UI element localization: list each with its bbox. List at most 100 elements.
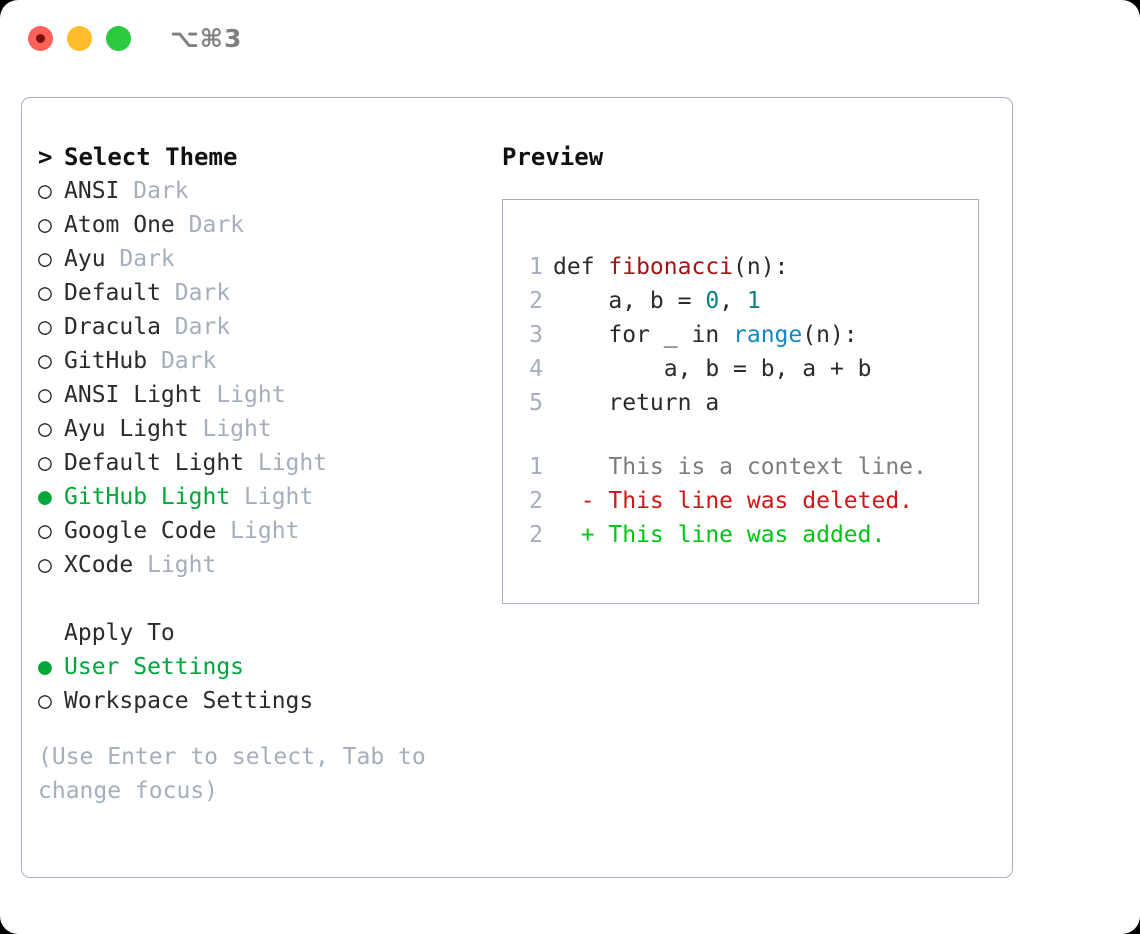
line-number: 1 <box>529 254 543 280</box>
theme-list-item[interactable]: ○ GitHub Dark <box>38 344 488 378</box>
theme-list-item[interactable]: ○ ANSI Dark <box>38 174 488 208</box>
keyboard-shortcut-label: ⌥⌘3 <box>170 24 243 53</box>
main-panel: >Select Theme ○ANSI Dark○Atom One Dark○A… <box>21 97 1013 878</box>
radio-unselected-icon: ○ <box>38 416 52 442</box>
apply-to-label: Apply To <box>64 620 175 646</box>
line-number: 3 <box>529 322 543 348</box>
theme-variant-tag: Light <box>230 484 314 510</box>
diff-text: This is a context line. <box>608 454 927 480</box>
radio-selected-icon: ● <box>38 654 52 680</box>
code-token-plain: a, b = <box>608 288 706 314</box>
code-token-num: 0 <box>705 288 720 314</box>
diff-sign: + <box>553 522 609 548</box>
code-indent <box>553 288 608 314</box>
keyboard-hint-text: (Use Enter to select, Tab to change focu… <box>38 744 426 804</box>
apply-to-header: Apply To <box>38 616 488 650</box>
traffic-lights <box>28 26 131 51</box>
radio-unselected-icon: ○ <box>38 450 52 476</box>
theme-list-item[interactable]: ○ Ayu Light Light <box>38 412 488 446</box>
radio-unselected-icon: ○ <box>38 688 52 714</box>
diff-sample: 1 This is a context line.2 - This line w… <box>517 450 970 552</box>
radio-unselected-icon: ○ <box>38 314 52 340</box>
theme-name: XCode <box>64 552 134 578</box>
caret-icon: > <box>38 143 53 171</box>
diff-text: This line was deleted. <box>608 488 914 514</box>
radio-unselected-icon: ○ <box>38 178 52 204</box>
title-bar: ⌥⌘3 <box>0 0 1140 78</box>
close-button[interactable] <box>28 26 53 51</box>
theme-variant-tag: Dark <box>119 178 189 204</box>
code-line: 1 def fibonacci(n): <box>517 250 970 284</box>
theme-list: ○ANSI Dark○Atom One Dark○Ayu Dark○Defaul… <box>38 174 488 582</box>
radio-unselected-icon: ○ <box>38 212 52 238</box>
theme-list-item[interactable]: ○Dracula Dark <box>38 310 488 344</box>
code-token-plain: def <box>553 254 609 280</box>
theme-list-item[interactable]: ○ANSI Light Light <box>38 378 488 412</box>
theme-list-item[interactable]: ○ Ayu Dark <box>38 242 488 276</box>
code-token-plain: , <box>719 288 747 314</box>
theme-variant-tag: Dark <box>147 348 217 374</box>
theme-name: Ayu Light <box>64 416 189 442</box>
line-number: 2 <box>529 288 543 314</box>
line-number: 2 <box>529 522 543 548</box>
theme-name: Default Light <box>64 450 245 476</box>
radio-selected-icon: ● <box>38 484 52 510</box>
theme-selector-column: >Select Theme ○ANSI Dark○Atom One Dark○A… <box>38 140 488 808</box>
theme-name: ANSI Light <box>64 382 203 408</box>
theme-list-item[interactable]: ○ Default Light Light <box>38 446 488 480</box>
apply-to-list: ● User Settings ○ Workspace Settings <box>38 650 488 718</box>
theme-variant-tag: Dark <box>174 212 245 238</box>
apply-to-item[interactable]: ○ Workspace Settings <box>38 684 488 718</box>
code-line: 3 for _ in range(n): <box>517 318 970 352</box>
theme-list-item[interactable]: ○Default Dark <box>38 276 488 310</box>
preview-title: Preview <box>502 143 604 171</box>
theme-name: Atom One <box>64 212 175 238</box>
theme-list-item[interactable]: ○Google Code Light <box>38 514 488 548</box>
code-diff-gap <box>517 420 970 450</box>
theme-variant-tag: Dark <box>105 246 175 272</box>
theme-list-item[interactable]: ○XCode Light <box>38 548 488 582</box>
code-indent <box>553 322 608 348</box>
code-token-plain: a, b = b, a + b <box>663 356 872 382</box>
theme-name: ANSI <box>64 178 120 204</box>
code-token-plain: for _ in <box>608 322 734 348</box>
radio-unselected-icon: ○ <box>38 348 52 374</box>
theme-name: Default <box>64 280 161 306</box>
theme-variant-tag: Dark <box>160 280 231 306</box>
code-line: 2 a, b = 0, 1 <box>517 284 970 318</box>
theme-variant-tag: Light <box>244 450 328 476</box>
code-indent <box>553 390 608 416</box>
theme-name: Google Code <box>64 518 217 544</box>
diff-sign: - <box>553 488 609 514</box>
code-indent <box>553 356 664 382</box>
minimize-button[interactable] <box>67 26 92 51</box>
code-token-plain: (n): <box>802 322 858 348</box>
code-token-plain: return a <box>608 390 720 416</box>
code-token-fn: fibonacci <box>608 254 734 280</box>
radio-unselected-icon: ○ <box>38 382 52 408</box>
theme-list-item[interactable]: ○ Atom One Dark <box>38 208 488 242</box>
theme-name: Ayu <box>64 246 106 272</box>
theme-variant-tag: Light <box>133 552 217 578</box>
apply-to-item[interactable]: ● User Settings <box>38 650 488 684</box>
apply-to-name: Workspace Settings <box>64 688 314 714</box>
line-number: 5 <box>529 390 543 416</box>
maximize-button[interactable] <box>106 26 131 51</box>
theme-list-item[interactable]: ●GitHub Light Light <box>38 480 488 514</box>
code-line: 4 a, b = b, a + b <box>517 352 970 386</box>
radio-unselected-icon: ○ <box>38 246 52 272</box>
diff-line: 1 This is a context line. <box>517 450 970 484</box>
theme-variant-tag: Light <box>188 416 272 442</box>
diff-line: 2 - This line was deleted. <box>517 484 970 518</box>
code-line: 5 return a <box>517 386 970 420</box>
code-token-plain: (n): <box>733 254 789 280</box>
code-token-call: range <box>733 322 803 348</box>
theme-name: GitHub <box>64 348 148 374</box>
apply-to-name: User Settings <box>64 654 245 680</box>
list-gap <box>38 582 488 616</box>
